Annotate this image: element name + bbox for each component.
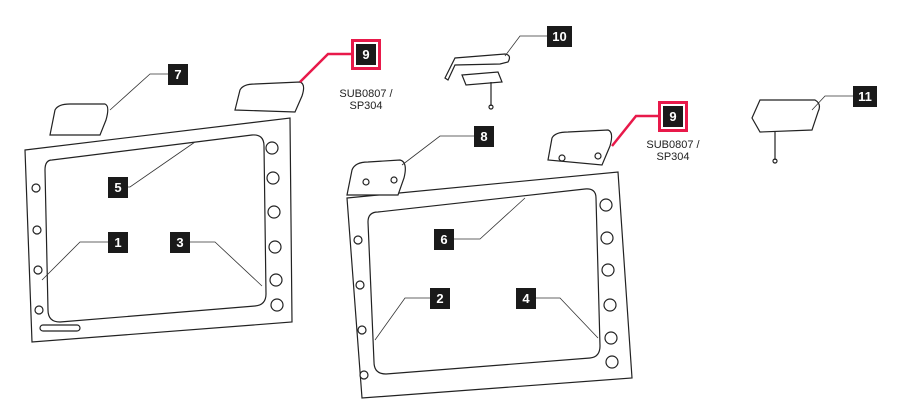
part-number-line: SP304 [656,151,690,163]
highlight-leaders [299,52,660,147]
callout-1[interactable]: 1 [108,232,128,253]
callout-4[interactable]: 4 [516,288,536,309]
part-number-9-right: SUB0807 / SP304 [633,139,713,163]
part-11-bracket [751,99,821,164]
callout-3[interactable]: 3 [170,232,190,253]
callout-11[interactable]: 11 [853,86,877,107]
part-10-bracket [444,53,511,110]
callout-10[interactable]: 10 [547,26,572,47]
callout-6[interactable]: 6 [434,229,454,250]
left-frame [24,81,305,343]
part-number-9-left: SUB0807 / SP304 [326,88,406,112]
callout-9-right[interactable]: 9 [658,101,688,132]
part-number-line: SP304 [349,100,383,112]
callout-8[interactable]: 8 [474,126,494,147]
right-frame [346,129,633,399]
callout-2[interactable]: 2 [430,288,450,309]
callout-7[interactable]: 7 [168,64,188,85]
part-number-line: SUB0807 / [646,139,700,151]
part-number-line: SUB0807 / [339,88,393,100]
callout-5[interactable]: 5 [108,177,128,198]
callout-9-left[interactable]: 9 [351,39,381,70]
